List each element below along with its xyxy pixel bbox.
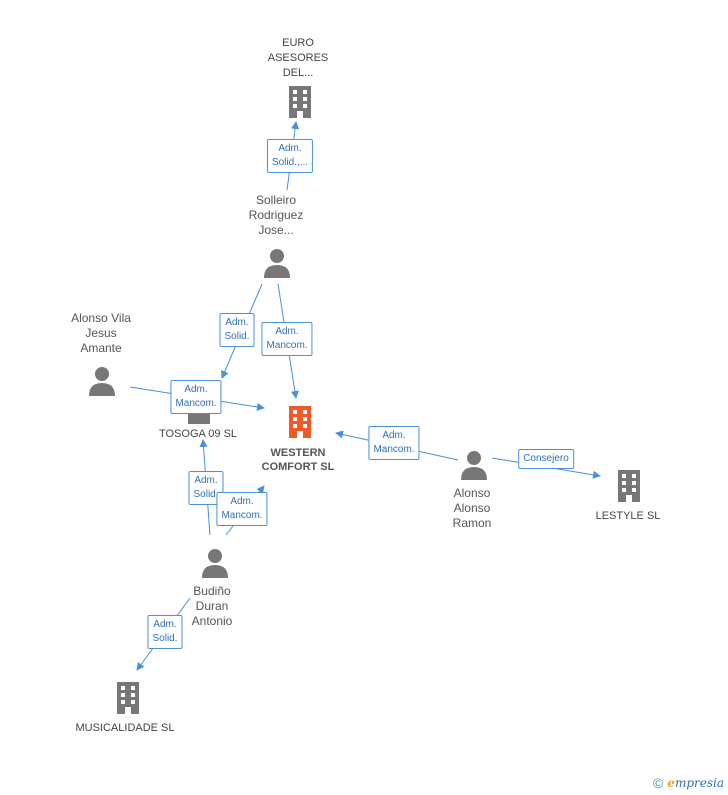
- edge-label-e3[interactable]: Adm. Mancom.: [261, 322, 313, 356]
- node-label-tosoga[interactable]: TOSOGA 09 SL: [158, 428, 238, 440]
- empresia-brand[interactable]: © empresia: [653, 775, 724, 791]
- building-icon[interactable]: [113, 680, 143, 716]
- node-label-budino[interactable]: Budiño Duran Antonio: [191, 584, 233, 628]
- copyright-symbol: ©: [652, 775, 664, 791]
- node-label-alonso-vila[interactable]: Alonso Vila Jesus Amante: [71, 311, 131, 355]
- edge-label-e6[interactable]: Consejero: [518, 449, 574, 469]
- node-label-euro[interactable]: EURO ASESORES DEL...: [267, 37, 329, 79]
- main-company-building-icon[interactable]: [285, 404, 315, 440]
- node-label-solleiro[interactable]: Solleiro Rodriguez Jose...: [248, 193, 304, 237]
- brand-logo-e: e: [667, 776, 675, 790]
- node-label-western[interactable]: WESTERN COMFORT SL: [261, 447, 335, 473]
- edge-label-e5[interactable]: Adm. Mancom.: [368, 426, 420, 460]
- edge-label-e1[interactable]: Adm. Solid.,...: [266, 139, 314, 173]
- edge-label-e4[interactable]: Adm. Mancom.: [170, 380, 222, 414]
- edge-label-e8[interactable]: Adm. Mancom.: [216, 492, 268, 526]
- building-icon[interactable]: [614, 468, 644, 504]
- brand-name: mpresia: [674, 776, 724, 790]
- node-label-alonso-ramon[interactable]: Alonso Alonso Ramon: [452, 486, 492, 530]
- person-icon[interactable]: [200, 548, 230, 578]
- person-icon[interactable]: [262, 248, 292, 278]
- person-icon[interactable]: [459, 450, 489, 480]
- edge-label-e9[interactable]: Adm. Solid.: [147, 615, 183, 649]
- node-label-lestyle[interactable]: LESTYLE SL: [595, 510, 661, 522]
- node-label-musicalidade[interactable]: MUSICALIDADE SL: [75, 722, 175, 734]
- building-icon[interactable]: [285, 84, 315, 120]
- edge-label-e2[interactable]: Adm. Solid.: [219, 313, 255, 347]
- person-icon[interactable]: [87, 366, 117, 396]
